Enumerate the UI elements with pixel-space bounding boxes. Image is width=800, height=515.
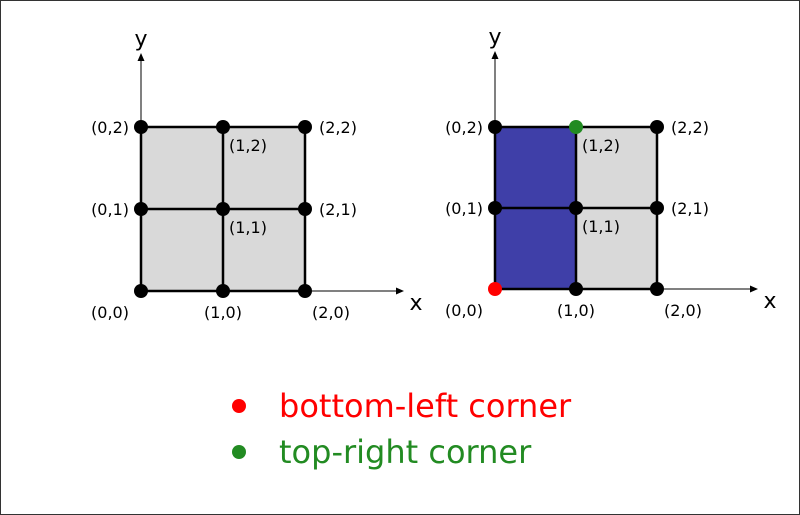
grid-node bbox=[569, 201, 583, 215]
x-axis-label: x bbox=[763, 289, 776, 314]
grid-node bbox=[488, 201, 502, 215]
node-label: (2,2) bbox=[671, 118, 709, 137]
x-axis-label: x bbox=[409, 291, 422, 316]
grid-node bbox=[216, 120, 230, 134]
grid-panel-1: y x (0,0) (1,0) (2,0) (0,1) (1,1) (2,1) (0,2) (1,… bbox=[91, 27, 422, 322]
selected-cell bbox=[495, 127, 576, 208]
y-axis-label: y bbox=[134, 27, 147, 52]
grid-node bbox=[134, 284, 148, 298]
node-label: (1,0) bbox=[557, 301, 595, 320]
node-label: (0,1) bbox=[445, 199, 483, 218]
grid-node bbox=[488, 120, 502, 134]
selected-cell bbox=[495, 208, 576, 289]
grid-node bbox=[569, 282, 583, 296]
node-label: (0,2) bbox=[91, 118, 129, 137]
grid-node bbox=[134, 202, 148, 216]
legend-label: bottom-left corner bbox=[279, 387, 572, 425]
grid-node bbox=[216, 202, 230, 216]
node-label: (0,0) bbox=[91, 303, 129, 322]
grid-cell bbox=[223, 209, 305, 291]
grid-node bbox=[650, 282, 664, 296]
node-label: (2,1) bbox=[319, 200, 357, 219]
grid-cell bbox=[223, 127, 305, 209]
node-label: (0,0) bbox=[445, 301, 483, 320]
grid-cell bbox=[576, 208, 657, 289]
legend: bottom-left corner top-right corner bbox=[232, 387, 572, 471]
node-label: (2,0) bbox=[664, 301, 702, 320]
grid-cell bbox=[141, 127, 223, 209]
grid-node bbox=[298, 120, 312, 134]
grid-node bbox=[298, 284, 312, 298]
grid-node bbox=[298, 202, 312, 216]
legend-marker bbox=[232, 445, 246, 459]
y-axis-label: y bbox=[488, 25, 501, 50]
node-label: (2,0) bbox=[312, 303, 350, 322]
node-label: (1,1) bbox=[229, 218, 267, 237]
legend-marker bbox=[232, 399, 246, 413]
grid-cell bbox=[576, 127, 657, 208]
grid-node bbox=[134, 120, 148, 134]
node-label: (2,2) bbox=[319, 118, 357, 137]
node-label: (1,0) bbox=[204, 303, 242, 322]
top-right-corner-marker bbox=[569, 120, 583, 134]
grid-panel-2: y x (0,0) (1,0) (2,0) (0,1) (1,1) (2,1) (0,2) (1,… bbox=[445, 25, 776, 320]
node-label: (1,1) bbox=[582, 217, 620, 236]
node-label: (0,1) bbox=[91, 200, 129, 219]
grid-node bbox=[650, 201, 664, 215]
legend-label: top-right corner bbox=[279, 433, 532, 471]
node-label: (0,2) bbox=[445, 118, 483, 137]
bottom-left-corner-marker bbox=[488, 282, 502, 296]
node-label: (2,1) bbox=[671, 199, 709, 218]
grid-cell bbox=[141, 209, 223, 291]
grid-node bbox=[216, 284, 230, 298]
node-label: (1,2) bbox=[582, 136, 620, 155]
node-label: (1,2) bbox=[229, 136, 267, 155]
grid-node bbox=[650, 120, 664, 134]
